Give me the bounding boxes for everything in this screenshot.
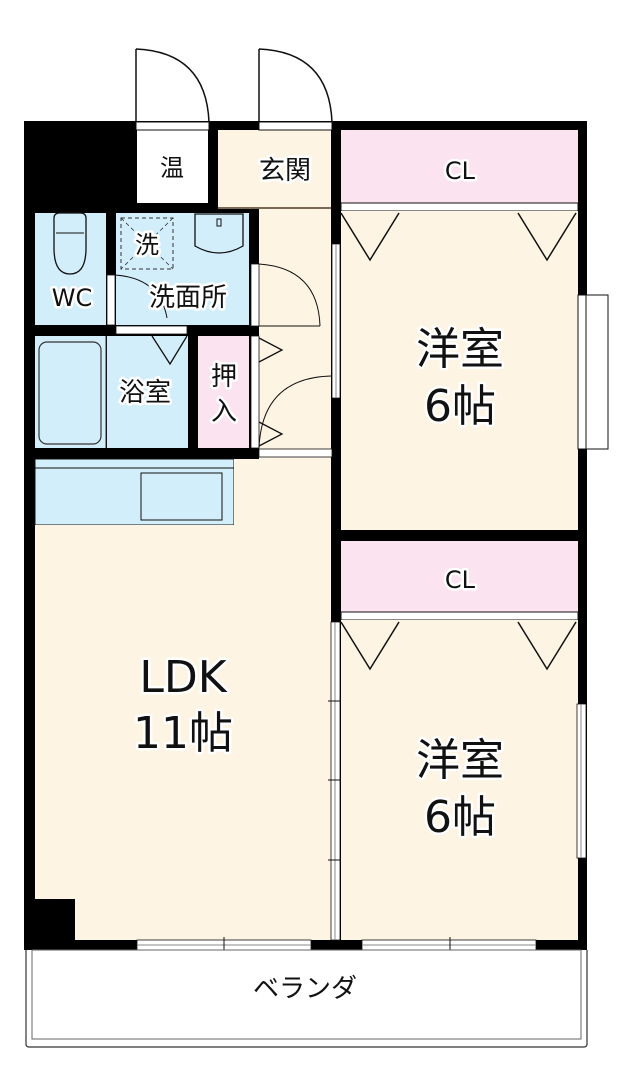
label-bedroom-1-type: 洋室 — [416, 324, 504, 375]
room-bathroom — [107, 336, 188, 448]
label-toilet: WC — [52, 284, 93, 312]
label-entrance: 玄関 — [259, 156, 311, 186]
label-closet-2: CL — [445, 566, 476, 594]
label-oshiire-1: 押 — [211, 362, 237, 392]
room-toilet — [35, 213, 106, 325]
label-oshiire-2: 入 — [211, 397, 237, 427]
label-washroom: 洗面所 — [149, 283, 227, 313]
label-bedroom-1-size: 6帖 — [424, 381, 496, 432]
room-entrance — [218, 130, 331, 208]
label-water-heater: 温 — [160, 154, 184, 182]
label-veranda: ベランダ — [253, 974, 357, 1004]
label-ldk-size: 11帖 — [133, 708, 233, 759]
room-oshiire — [198, 336, 249, 448]
label-washer: 洗 — [135, 231, 159, 259]
label-bedroom-2-size: 6帖 — [424, 792, 496, 843]
room-washroom — [116, 213, 249, 325]
hallway — [259, 209, 331, 459]
closet-1-door-marks — [340, 212, 577, 262]
room-bedroom-2 — [341, 620, 578, 940]
kitchen-counter — [34, 458, 235, 526]
entry-door-swings — [135, 48, 333, 123]
room-bathtub-area — [35, 336, 106, 448]
label-ldk-type: LDK — [139, 652, 227, 703]
bathtub-icon — [38, 341, 102, 445]
closet-2-door-marks — [340, 621, 577, 671]
column — [35, 899, 75, 940]
label-bathroom: 浴室 — [119, 378, 171, 408]
room-water-heater — [137, 130, 208, 203]
room-closet-1 — [341, 130, 578, 203]
room-bedroom-1 — [341, 211, 578, 530]
kitchen-sink-icon — [140, 472, 223, 521]
washer-space — [120, 217, 174, 270]
sink-icon — [194, 213, 244, 254]
label-closet-1: CL — [445, 157, 476, 185]
veranda — [25, 950, 588, 1048]
room-ldk — [35, 525, 331, 940]
room-closet-2 — [341, 541, 578, 612]
label-bedroom-2-type: 洋室 — [416, 735, 504, 786]
toilet-icon — [53, 212, 87, 275]
